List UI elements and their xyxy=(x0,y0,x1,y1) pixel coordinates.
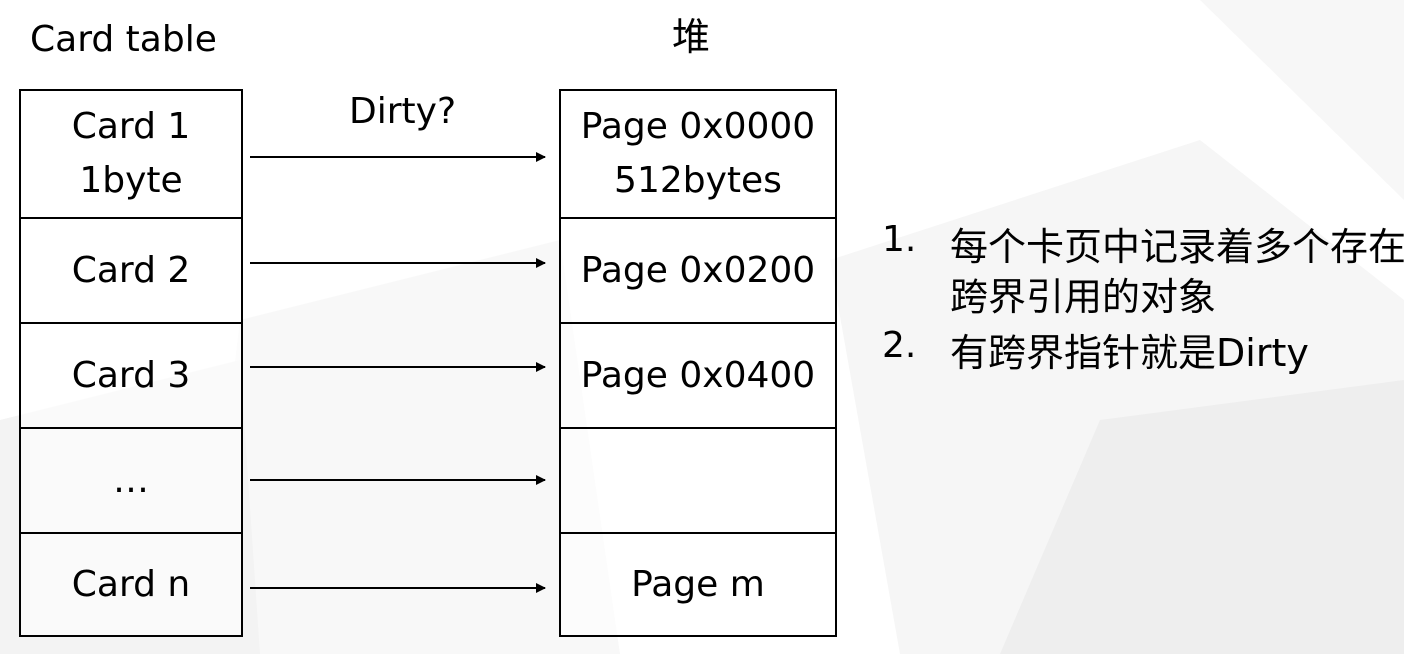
heap-page-cell: Page 0x0000 512bytes xyxy=(561,91,835,217)
note-item: 2. 有跨界指针就是Dirty xyxy=(882,328,1404,378)
card-ellipsis-label: … xyxy=(113,459,149,501)
note-number: 2. xyxy=(882,325,917,366)
card-label: Card n xyxy=(71,563,191,605)
card-table: Card 1 1byte Card 2 Card 3 … Card n xyxy=(19,89,243,637)
heap-page-cell: Page m xyxy=(561,532,835,635)
card-size-label: 1byte xyxy=(79,160,183,201)
note-number: 1. xyxy=(882,219,917,260)
card-table-title: Card table xyxy=(30,19,217,60)
heap-table: Page 0x0000 512bytes Page 0x0200 Page 0x… xyxy=(559,89,837,637)
card-cell: Card 2 xyxy=(21,217,241,322)
dirty-label: Dirty? xyxy=(349,91,457,132)
page-size-label: 512bytes xyxy=(614,160,782,201)
card-cell: … xyxy=(21,427,241,532)
page-label: Page 0x0400 xyxy=(580,354,816,396)
heap-title: 堆 xyxy=(672,15,711,59)
note-item: 1. 每个卡页中记录着多个存在跨界引用的对象 xyxy=(882,222,1404,322)
page-label: Page 0x0200 xyxy=(580,249,816,291)
card-cell: Card n xyxy=(21,532,241,635)
heap-page-cell: Page 0x0200 xyxy=(561,217,835,322)
notes-list: 1. 每个卡页中记录着多个存在跨界引用的对象 2. 有跨界指针就是Dirty xyxy=(882,222,1404,378)
card-label: Card 3 xyxy=(71,354,191,396)
heap-page-cell: Page 0x0400 xyxy=(561,322,835,427)
card-cell: Card 1 1byte xyxy=(21,91,241,217)
note-text: 每个卡页中记录着多个存在跨界引用的对象 xyxy=(950,225,1404,319)
page-label: Page m xyxy=(631,563,765,605)
note-text: 有跨界指针就是Dirty xyxy=(950,331,1309,375)
card-cell: Card 3 xyxy=(21,322,241,427)
card-label: Card 1 xyxy=(71,106,191,147)
page-label: Page 0x0000 xyxy=(580,106,816,147)
heap-page-cell xyxy=(561,427,835,532)
card-label: Card 2 xyxy=(71,249,191,291)
